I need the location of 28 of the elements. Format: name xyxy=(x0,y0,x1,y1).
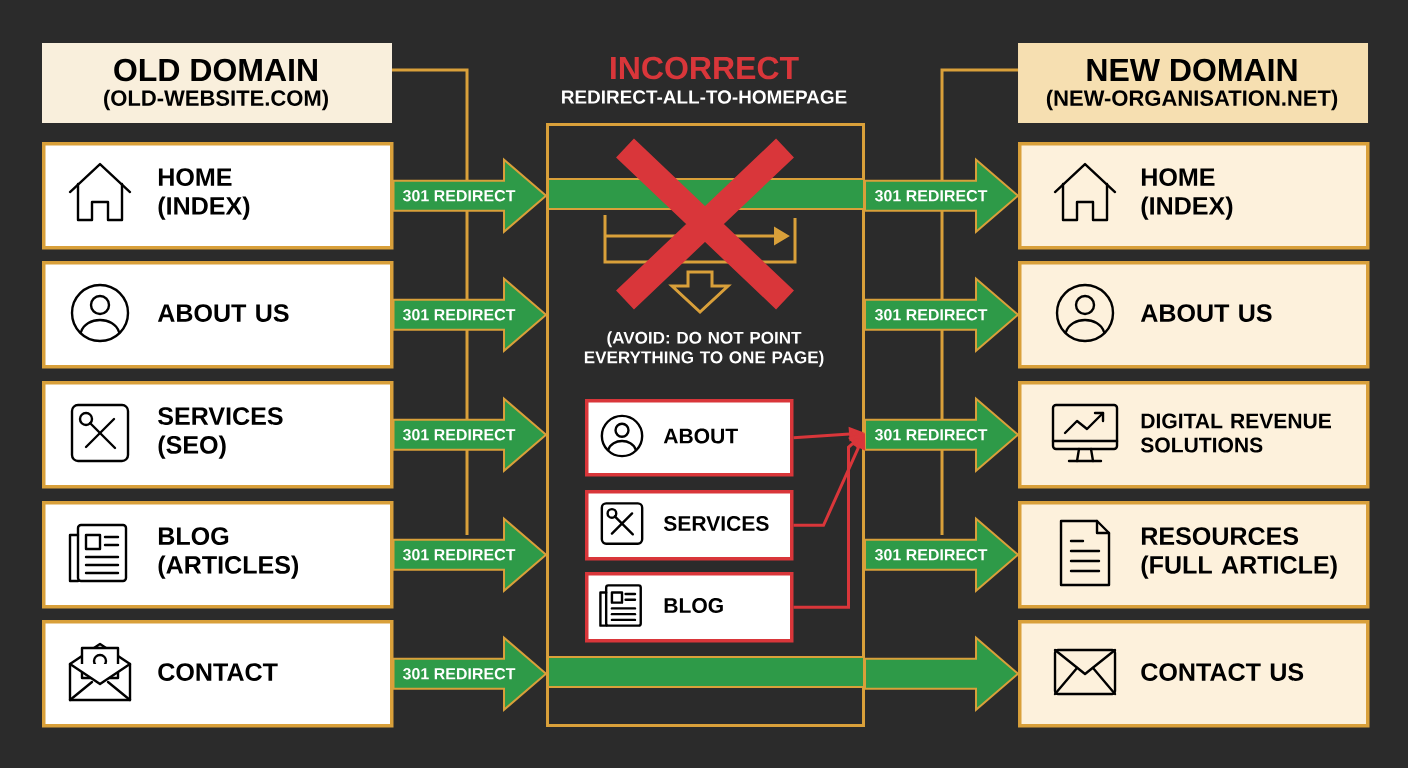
page-box: ABOUT US xyxy=(1018,261,1370,369)
domain-header: OLD DOMAIN (OLD-WEBSITE.COM) xyxy=(42,43,392,123)
edge-label: 301 REDIRECT xyxy=(401,428,517,442)
edge-label: 301 REDIRECT xyxy=(401,189,517,203)
page-box: SERVICES (SEO) xyxy=(42,381,394,489)
edge-label: 301 REDIRECT xyxy=(401,667,517,681)
page-box: BLOG xyxy=(585,572,794,643)
edge-label: 301 REDIRECT xyxy=(873,428,989,442)
page-box: HOME (INDEX) xyxy=(42,142,394,250)
warning-note: (AVOID: DO NOT POINT EVERYTHING TO ONE PAGE) xyxy=(584,331,824,367)
page-box: RESOURCES (FULL ARTICLE) xyxy=(1018,501,1370,609)
warning-heading: INCORRECT xyxy=(611,56,799,80)
edge-label: 301 REDIRECT xyxy=(873,308,989,322)
page-box: HOME (INDEX) xyxy=(1018,142,1370,250)
page-box: SERVICES xyxy=(585,490,794,561)
page-box: CONTACT US xyxy=(1018,620,1370,728)
domain-header: NEW DOMAIN (NEW-ORGANISATION.NET) xyxy=(1018,43,1368,123)
redirect-arrow xyxy=(864,635,1020,712)
edge-label: 301 REDIRECT xyxy=(401,308,517,322)
panel-subtitle: REDIRECT-ALL-TO-HOMEPAGE xyxy=(562,90,847,104)
page-box: ABOUT US xyxy=(42,261,394,369)
edge-label: 301 REDIRECT xyxy=(401,548,517,562)
page-box: ABOUT xyxy=(585,399,794,477)
page-box: CONTACT xyxy=(42,620,394,728)
page-box: BLOG (ARTICLES) xyxy=(42,501,394,609)
edge-label: 301 REDIRECT xyxy=(873,548,989,562)
edge-label: 301 REDIRECT xyxy=(873,189,989,203)
page-box: DIGITAL REVENUE SOLUTIONS xyxy=(1018,381,1370,489)
